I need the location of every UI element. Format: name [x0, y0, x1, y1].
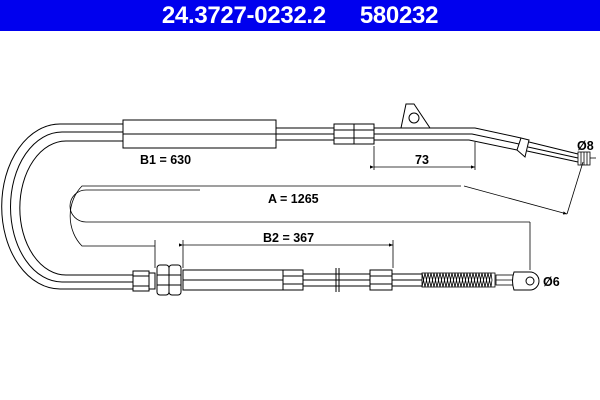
top-coupling: [333, 123, 375, 145]
label-b1: B1 = 630: [140, 153, 191, 167]
label-a: A = 1265: [268, 192, 319, 206]
title-bar: 24.3727-0232.2 580232: [0, 0, 600, 31]
return-spring: [421, 272, 515, 288]
bottom-sheath: [182, 268, 422, 292]
mounting-bracket: [400, 103, 431, 129]
sheath-top: [122, 119, 334, 149]
cable-loop: [1, 123, 133, 290]
label-73: 73: [415, 153, 429, 167]
label-diameter-6: Ø6: [543, 275, 560, 289]
part-number: 24.3727-0232.2: [161, 2, 326, 29]
label-diameter-8: Ø8: [577, 139, 594, 153]
dimension-a-guide: [69, 185, 530, 247]
eyelet-fitting: [512, 271, 540, 291]
top-end-sleeve: [516, 137, 579, 163]
top-cable-run: [374, 127, 522, 151]
dimension-73: [370, 142, 476, 170]
top-end-fitting: [577, 151, 596, 166]
reference-number: 580232: [359, 2, 439, 29]
dimension-b2: [154, 222, 531, 270]
bottom-adjuster: [132, 264, 182, 296]
dimension-a-diagonal: [463, 161, 584, 215]
label-b2: B2 = 367: [263, 231, 314, 245]
